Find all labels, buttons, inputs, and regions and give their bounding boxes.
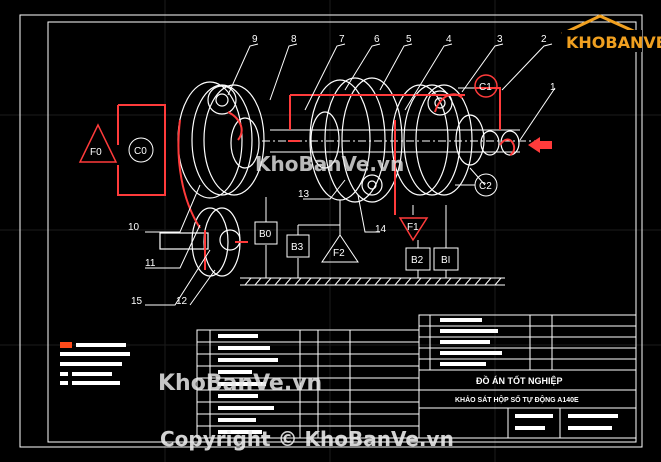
component-B2: B2 xyxy=(405,247,431,271)
hydraulic-lines xyxy=(117,87,516,270)
callout-8: 8 xyxy=(291,34,297,45)
svg-text:C1: C1 xyxy=(479,82,492,93)
callout-labels: 1 2 3 4 5 6 7 8 9 10 11 12 13 14 15 xyxy=(128,34,556,307)
svg-text:F2: F2 xyxy=(333,248,345,259)
title-block-cells xyxy=(440,318,618,430)
callout-9: 9 xyxy=(252,34,258,45)
linkage-lines xyxy=(265,87,486,278)
callout-1: 1 xyxy=(550,82,556,93)
khobanve-logo: KHOBANVE xyxy=(561,14,661,52)
svg-text:B0: B0 xyxy=(259,229,272,240)
component-F2: F2 xyxy=(321,234,359,263)
svg-text:F1: F1 xyxy=(407,222,419,233)
drawing-title: ĐỒ ÁN TỐT NGHIỆP xyxy=(476,375,563,386)
callout-13: 13 xyxy=(298,189,310,200)
component-B1: BI xyxy=(433,247,459,271)
component-C1: C1 xyxy=(474,74,498,98)
watermark-center: KhoBanVe.vn xyxy=(255,152,404,176)
callout-2: 2 xyxy=(541,34,547,45)
callout-11: 11 xyxy=(145,258,156,269)
drawing-subtitle: KHẢO SÁT HỘP SỐ TỰ ĐỘNG A140E xyxy=(455,394,579,404)
callout-4: 4 xyxy=(446,34,452,45)
input-arrow-icon xyxy=(528,137,552,153)
component-B0: B0 xyxy=(254,221,278,245)
parts-list-text xyxy=(218,334,278,434)
svg-text:C0: C0 xyxy=(134,146,147,157)
callout-6: 6 xyxy=(374,34,380,45)
svg-text:C2: C2 xyxy=(479,181,492,192)
callout-7: 7 xyxy=(339,34,345,45)
logo-text: KHOBANVE xyxy=(566,33,661,52)
title-block xyxy=(418,314,637,439)
overdrive-planetary-set xyxy=(177,81,265,199)
svg-text:F0: F0 xyxy=(90,147,102,158)
legend-notes xyxy=(60,342,130,385)
component-F1: F1 xyxy=(398,217,429,242)
callout-5: 5 xyxy=(406,34,412,45)
svg-text:B3: B3 xyxy=(291,242,304,253)
svg-text:B2: B2 xyxy=(411,255,424,266)
clutch-drums xyxy=(309,77,403,203)
parts-list-table xyxy=(196,329,420,439)
callout-leaders xyxy=(145,43,556,306)
component-B3: B3 xyxy=(286,234,310,258)
callout-14: 14 xyxy=(375,224,387,235)
watermark-lower: KhoBanVe.vn xyxy=(158,371,322,396)
svg-text:BI: BI xyxy=(441,255,450,266)
component-C2: C2 xyxy=(474,173,498,197)
callout-3: 3 xyxy=(497,34,503,45)
housing-ground xyxy=(240,277,505,286)
callout-10: 10 xyxy=(128,222,140,233)
callout-15: 15 xyxy=(131,296,143,307)
sheet-border xyxy=(19,14,643,448)
component-C0: C0 xyxy=(128,137,154,163)
component-F0: F0 xyxy=(78,123,118,163)
watermark-copyright: Copyright © KhoBanVe.vn xyxy=(160,427,454,451)
sheet-inner-border xyxy=(47,21,637,443)
callout-12: 12 xyxy=(176,296,188,307)
